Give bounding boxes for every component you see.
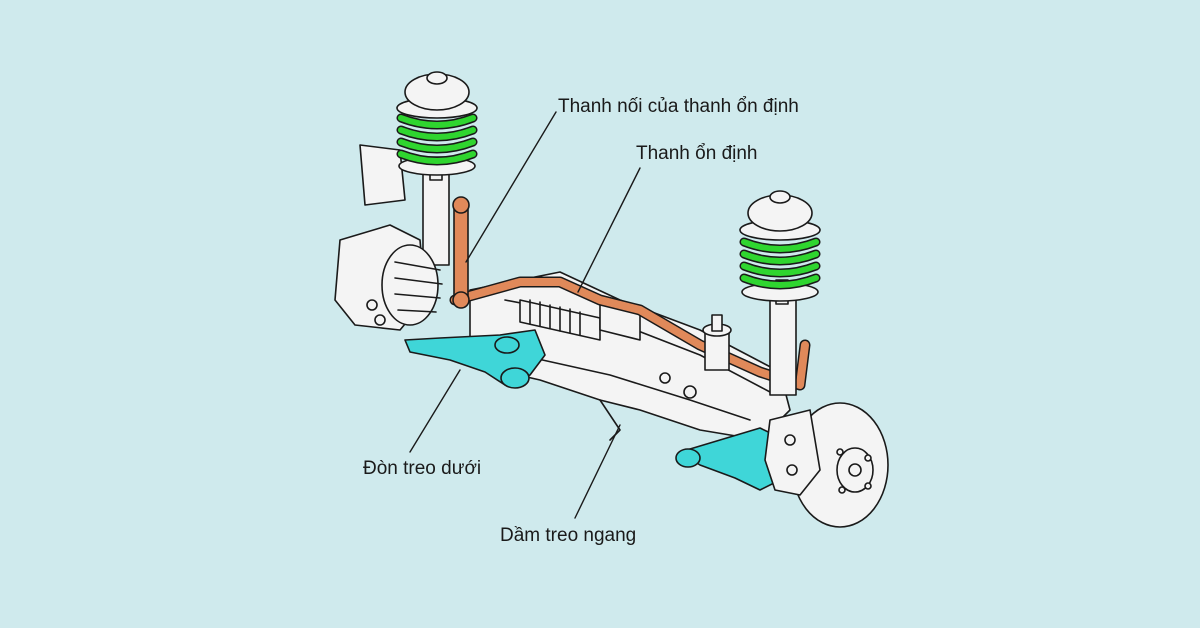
steering-column	[702, 314, 732, 371]
steering-rack-boot	[519, 299, 641, 341]
right-coil-spring-fill	[741, 239, 819, 288]
label-stabilizer-bar: Thanh ổn định	[636, 143, 758, 164]
label-stabilizer-link: Thanh nối của thanh ổn định	[558, 96, 799, 117]
stabilizer-link-shape	[452, 196, 470, 309]
label-cross-member: Dầm treo ngang	[500, 525, 637, 546]
left-control-arm	[404, 329, 546, 389]
leader-stabilizer-bar	[577, 167, 641, 293]
right-brake-disc	[764, 402, 889, 528]
left-strut	[359, 71, 478, 266]
leader-stabilizer-link	[465, 111, 557, 263]
leader-lower-control-arm	[409, 369, 461, 453]
left-knuckle	[334, 224, 443, 331]
left-coil-spring-fill	[398, 115, 476, 164]
leader-cross-member	[574, 424, 621, 519]
label-lower-control-arm: Đòn treo dưới	[363, 458, 482, 479]
leader-lines	[409, 111, 641, 519]
